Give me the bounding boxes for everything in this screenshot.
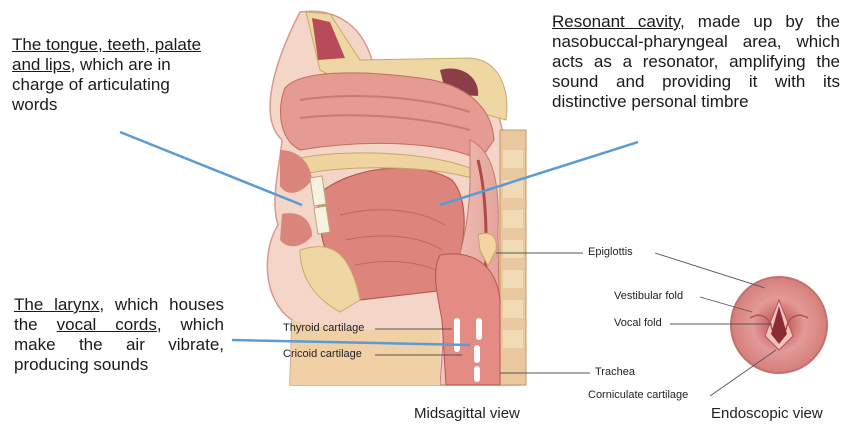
larynx [436,233,500,385]
label-epiglottis: Epiglottis [588,246,633,258]
label-vestibular-fold: Vestibular fold [614,290,683,302]
caption-endoscopic-view: Endoscopic view [711,405,823,422]
annotation-resonant-cavity-underlined: Resonant cavity [552,12,680,31]
leader-epiglottis-endo [655,253,765,288]
label-corniculate-cartilage: Corniculate cartilage [588,389,688,401]
label-cricoid-cartilage: Cricoid cartilage [283,348,362,360]
label-trachea: Trachea [595,366,635,378]
annotation-larynx-vocal-cords: vocal cords [57,315,157,334]
annotation-resonant-cavity: Resonant cavity, made up by the nasobucc… [552,12,840,112]
endoscopic-image [731,277,827,373]
annotation-articulators: The tongue, teeth, palate and lips, whic… [12,35,202,115]
spine [500,130,526,385]
annotation-larynx: The larynx, which houses the vocal cords… [14,295,224,375]
annotation-larynx-underlined: The larynx [14,295,99,314]
label-vocal-fold: Vocal fold [614,317,662,329]
pointer-articulators [120,132,302,205]
caption-midsagittal-view: Midsagittal view [414,405,520,422]
label-thyroid-cartilage: Thyroid cartilage [283,322,364,334]
